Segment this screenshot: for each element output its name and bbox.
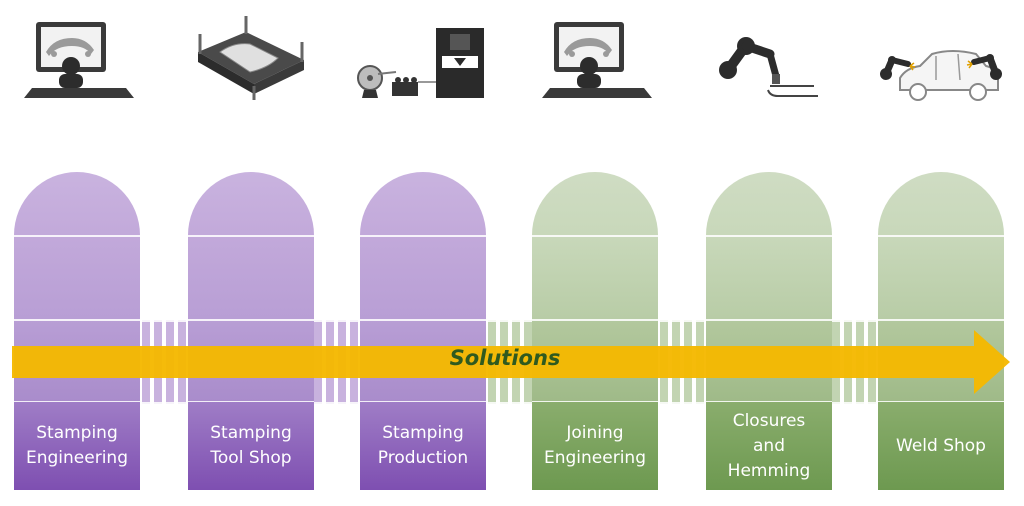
welding-robots-car-icon — [874, 8, 1004, 108]
solutions-arrow — [12, 330, 1012, 394]
engineer-workstation-icon — [532, 8, 662, 108]
stage-pillar: Weld Shop — [878, 172, 1004, 490]
engineer-workstation-icon — [14, 8, 144, 108]
hemming-robot-icon — [704, 8, 834, 108]
stamping-die-icon — [186, 8, 316, 108]
solutions-label: Solutions — [449, 346, 561, 370]
stage-label: Weld Shop — [878, 402, 1004, 490]
press-line-icon — [356, 8, 486, 108]
